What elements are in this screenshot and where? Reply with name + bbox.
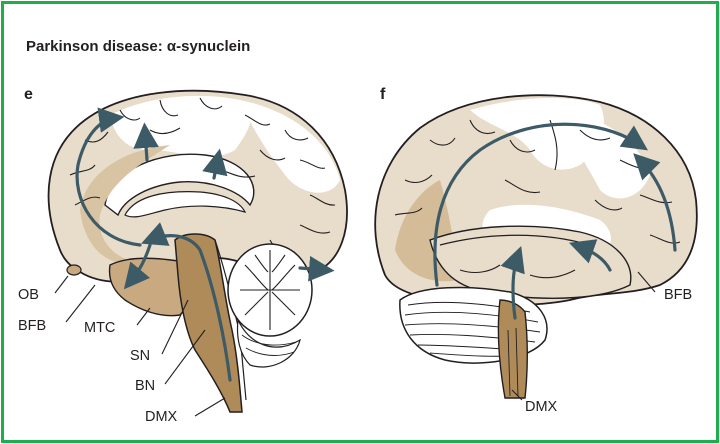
- lateral-brain: BFB DMX: [375, 95, 697, 415]
- label-mtc: MTC: [84, 320, 115, 336]
- medial-brain: OB BFB MTC SN BN DMX: [18, 91, 347, 425]
- label-sn: SN: [130, 348, 150, 364]
- label-bfb-lateral: BFB: [664, 287, 692, 303]
- label-bn: BN: [135, 378, 155, 394]
- label-dmx-medial: DMX: [145, 409, 178, 425]
- label-ob: OB: [18, 287, 39, 303]
- label-bfb-medial: BFB: [18, 318, 46, 334]
- label-dmx-lateral: DMX: [525, 399, 558, 415]
